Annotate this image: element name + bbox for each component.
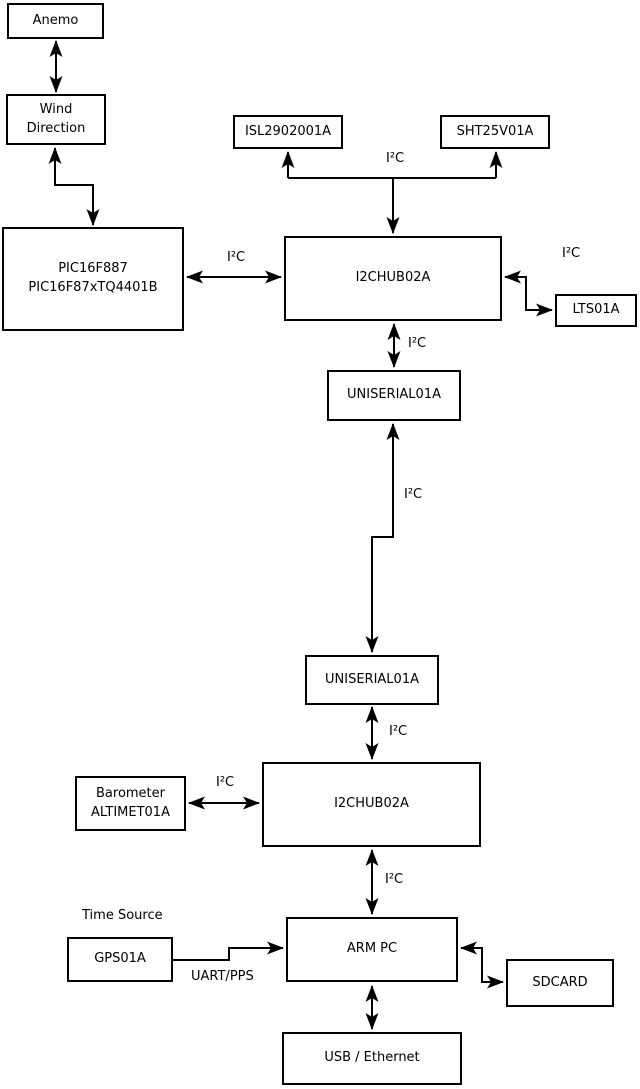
node-barometer-altimet01a: Barometer ALTIMET01A (75, 776, 186, 831)
node-i2chub02a-top: I2CHUB02A (284, 236, 502, 321)
label-uart-pps: UART/PPS (191, 969, 254, 984)
node-pic16f887: PIC16F887 PIC16F87xTQ4401B (2, 227, 184, 331)
node-i2chub02a-bottom: I2CHUB02A (262, 762, 481, 847)
node-arm-pc: ARM PC (286, 917, 458, 982)
node-isl2902001a: ISL2902001A (233, 115, 343, 149)
node-uniserial01a-top: UNISERIAL01A (327, 370, 461, 421)
edge-gps-armpc (173, 941, 284, 961)
label-i2c-uniserial-hub: I²C (389, 724, 408, 739)
node-anemo: Anemo (7, 3, 104, 39)
label-i2c-hub-armpc: I²C (385, 872, 404, 887)
edge-armpc-sdcard (460, 941, 504, 989)
label-i2c-bus-top: I²C (386, 151, 405, 166)
node-sht25v01a: SHT25V01A (440, 115, 550, 149)
edge-hub-lts (504, 270, 553, 317)
node-usb-ethernet: USB / Ethernet (282, 1032, 462, 1085)
node-uniserial01a-bottom: UNISERIAL01A (305, 655, 439, 705)
label-time-source: Time Source (82, 908, 163, 923)
edge-uniserial-uniserial (365, 423, 400, 653)
label-i2c-pic-hub: I²C (227, 250, 246, 265)
node-wind-direction: Wind Direction (6, 94, 106, 145)
label-i2c-long-link: I²C (404, 487, 423, 502)
node-lts01a: LTS01A (555, 294, 637, 327)
node-sdcard: SDCARD (506, 959, 614, 1007)
label-i2c-hub-lts: I²C (562, 246, 581, 261)
label-i2c-hub-uniserial: I²C (408, 336, 427, 351)
label-i2c-barometer-hub: I²C (216, 775, 235, 790)
edge-wind-pic (48, 147, 100, 226)
node-gps01a: GPS01A (67, 937, 173, 982)
